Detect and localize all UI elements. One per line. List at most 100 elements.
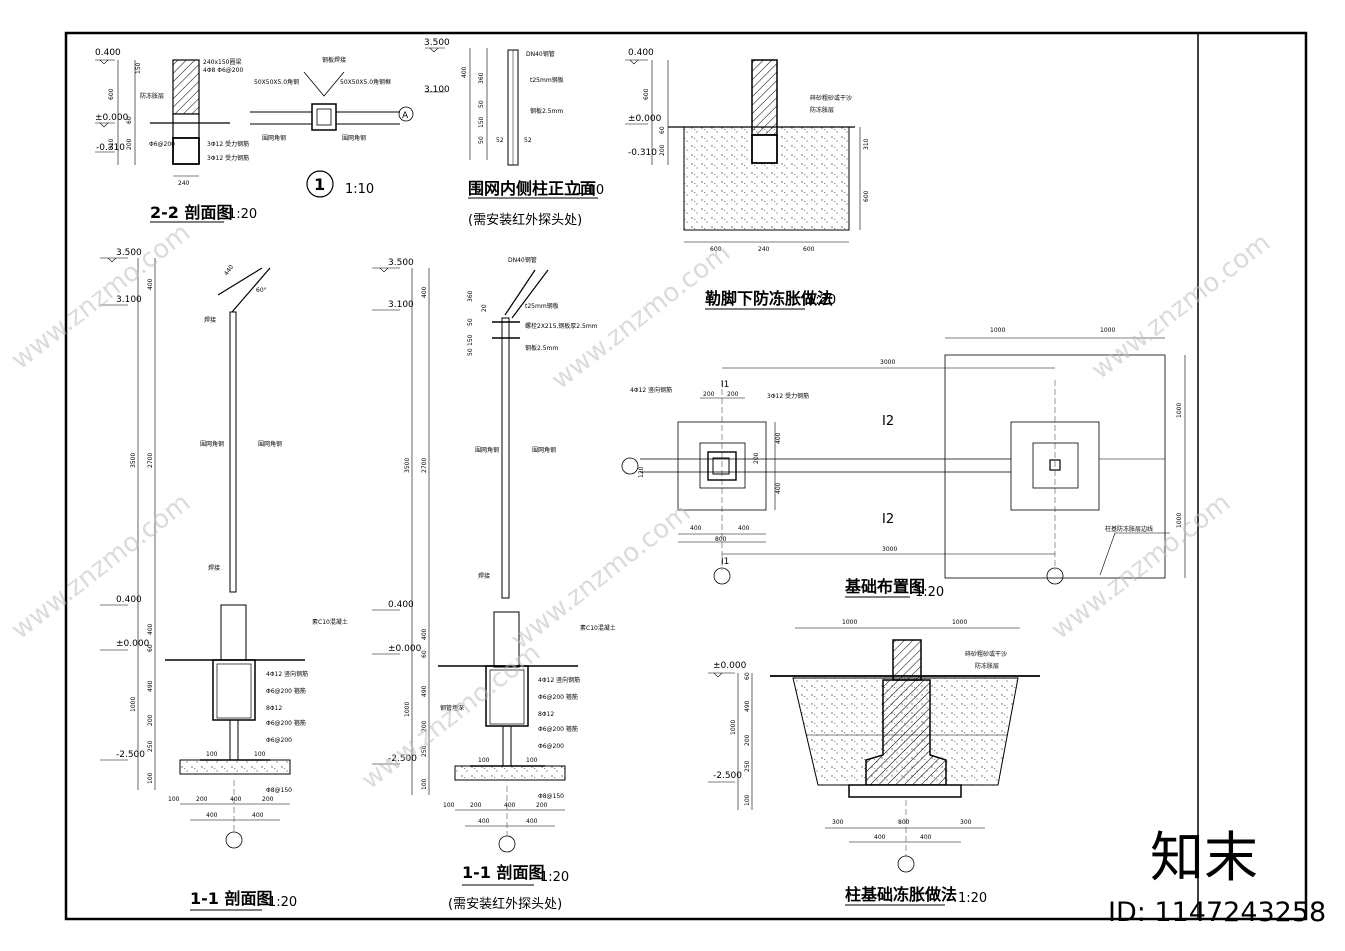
watermark-id: ID: 1147243258 bbox=[1108, 897, 1326, 928]
svg-text:3.100: 3.100 bbox=[116, 295, 142, 305]
svg-text:1000: 1000 bbox=[990, 327, 1005, 334]
svg-text:Φ8@150: Φ8@150 bbox=[538, 793, 564, 800]
svg-text:Φ6@200 箍筋: Φ6@200 箍筋 bbox=[538, 693, 578, 701]
elev-0400-a: 0.400 bbox=[95, 48, 121, 58]
svg-text:600: 600 bbox=[803, 246, 815, 253]
svg-text:300: 300 bbox=[832, 819, 844, 826]
section-1-1-b: 3.500 3.100 0.400 ±0.000 -2.500 400 3500… bbox=[372, 256, 616, 912]
svg-text:3.100: 3.100 bbox=[388, 300, 414, 310]
svg-text:1:20: 1:20 bbox=[540, 870, 569, 885]
svg-text:素C10混凝土: 素C10混凝土 bbox=[580, 624, 616, 632]
svg-text:52: 52 bbox=[524, 137, 532, 144]
svg-text:素C10混凝土: 素C10混凝土 bbox=[312, 618, 348, 626]
svg-text:440: 440 bbox=[223, 264, 235, 278]
svg-text:4Φ8 Φ6@200: 4Φ8 Φ6@200 bbox=[203, 67, 243, 74]
svg-text:1000: 1000 bbox=[842, 619, 857, 626]
svg-text:1-1 剖面图: 1-1 剖面图 bbox=[190, 889, 272, 908]
svg-text:400: 400 bbox=[874, 834, 886, 841]
svg-text:52: 52 bbox=[496, 137, 504, 144]
svg-text:±0.000: ±0.000 bbox=[628, 114, 662, 124]
svg-text:1000: 1000 bbox=[952, 619, 967, 626]
svg-text:防冻胀层: 防冻胀层 bbox=[975, 662, 999, 670]
svg-text:200: 200 bbox=[753, 452, 760, 464]
svg-text:钢板2.5mm: 钢板2.5mm bbox=[525, 344, 558, 352]
svg-text:Φ8@150: Φ8@150 bbox=[266, 787, 292, 794]
elev-0000-a: ±0.000 bbox=[95, 113, 129, 123]
svg-text:200: 200 bbox=[262, 796, 274, 803]
svg-text:2700: 2700 bbox=[421, 458, 428, 473]
svg-text:3500: 3500 bbox=[130, 453, 137, 468]
svg-text:400: 400 bbox=[690, 525, 702, 532]
svg-text:490: 490 bbox=[421, 685, 428, 697]
section-2-2: 0.400 ±0.000 -0.310 150 600 60 200 310 2… bbox=[95, 48, 257, 223]
svg-text:3.500: 3.500 bbox=[116, 248, 142, 258]
svg-text:t25mm钢板: t25mm钢板 bbox=[525, 302, 559, 310]
svg-text:4Φ12 竖向钢筋: 4Φ12 竖向钢筋 bbox=[266, 670, 308, 678]
svg-text:400: 400 bbox=[504, 802, 516, 809]
svg-text:0.400: 0.400 bbox=[628, 48, 654, 58]
svg-text:100: 100 bbox=[421, 778, 428, 790]
svg-text:DN40钢管: DN40钢管 bbox=[508, 256, 537, 264]
svg-text:3.500: 3.500 bbox=[424, 38, 450, 48]
svg-text:2700: 2700 bbox=[147, 453, 154, 468]
svg-text:t25mm钢板: t25mm钢板 bbox=[530, 76, 564, 84]
svg-text:(需安装红外探头处): (需安装红外探头处) bbox=[468, 212, 582, 228]
svg-text:100: 100 bbox=[147, 772, 154, 784]
svg-text:4Φ12 竖向钢筋: 4Φ12 竖向钢筋 bbox=[630, 386, 672, 394]
svg-text:围网角钢: 围网角钢 bbox=[532, 446, 556, 454]
svg-text:A: A bbox=[402, 111, 409, 121]
svg-text:100: 100 bbox=[168, 796, 180, 803]
svg-text:600: 600 bbox=[108, 88, 115, 100]
svg-text:3.100: 3.100 bbox=[424, 85, 450, 95]
svg-text:1-1 剖面图: 1-1 剖面图 bbox=[462, 863, 544, 882]
svg-text:0.400: 0.400 bbox=[388, 600, 414, 610]
svg-text:1000: 1000 bbox=[1176, 513, 1183, 528]
svg-text:柱基防冻胀层边线: 柱基防冻胀层边线 bbox=[1105, 525, 1153, 533]
svg-text:Φ6@200: Φ6@200 bbox=[266, 737, 292, 744]
svg-text:www.znzmo.com: www.znzmo.com bbox=[6, 218, 196, 376]
svg-text:800: 800 bbox=[898, 819, 910, 826]
svg-text:螺栓2X215,钢板厚2.5mm: 螺栓2X215,钢板厚2.5mm bbox=[525, 322, 598, 330]
svg-text:240: 240 bbox=[758, 246, 770, 253]
svg-text:400: 400 bbox=[147, 278, 154, 290]
svg-text:Φ6@200: Φ6@200 bbox=[149, 141, 175, 148]
svg-text:±0.000: ±0.000 bbox=[713, 661, 747, 671]
svg-text:100: 100 bbox=[206, 751, 218, 758]
svg-text:±0.000: ±0.000 bbox=[116, 639, 150, 649]
title-2-2: 2-2 剖面图 bbox=[150, 203, 232, 222]
svg-text:400: 400 bbox=[461, 66, 468, 78]
svg-text:碎砂粗砂或干沙: 碎砂粗砂或干沙 bbox=[810, 94, 852, 102]
svg-text:www.znzmo.com: www.znzmo.com bbox=[1046, 488, 1236, 646]
svg-text:200: 200 bbox=[536, 802, 548, 809]
svg-text:50X50X5.0角钢: 50X50X5.0角钢 bbox=[254, 78, 299, 86]
svg-text:勒脚下防冻胀做法: 勒脚下防冻胀做法 bbox=[705, 289, 833, 308]
svg-text:1:10: 1:10 bbox=[575, 183, 604, 198]
svg-text:600: 600 bbox=[643, 88, 650, 100]
svg-text:100: 100 bbox=[443, 802, 455, 809]
svg-text:50: 50 bbox=[467, 348, 474, 356]
svg-text:www.znzmo.com: www.znzmo.com bbox=[6, 488, 196, 646]
svg-text:围网内侧柱正立面: 围网内侧柱正立面 bbox=[468, 179, 596, 198]
svg-text:1000: 1000 bbox=[404, 702, 411, 717]
svg-text:200: 200 bbox=[727, 391, 739, 398]
svg-text:-2.500: -2.500 bbox=[388, 754, 417, 764]
svg-text:(需安装红外探头处): (需安装红外探头处) bbox=[448, 896, 562, 912]
svg-text:360: 360 bbox=[467, 290, 474, 302]
svg-text:200: 200 bbox=[703, 391, 715, 398]
svg-text:250: 250 bbox=[147, 740, 154, 752]
elev-m0310-a: -0.310 bbox=[96, 143, 125, 153]
svg-text:50X50X5.0角钢框: 50X50X5.0角钢框 bbox=[340, 78, 391, 86]
svg-text:Φ6@200 箍筋: Φ6@200 箍筋 bbox=[266, 687, 306, 695]
svg-text:I2: I2 bbox=[882, 414, 894, 429]
svg-text:1000: 1000 bbox=[130, 697, 137, 712]
svg-text:50: 50 bbox=[467, 318, 474, 326]
svg-text:1:20: 1:20 bbox=[228, 207, 257, 222]
svg-text:400: 400 bbox=[206, 812, 218, 819]
svg-text:DN40钢管: DN40钢管 bbox=[526, 50, 555, 58]
svg-text:围网角钢: 围网角钢 bbox=[200, 440, 224, 448]
svg-text:3000: 3000 bbox=[882, 546, 897, 553]
svg-text:I2: I2 bbox=[882, 512, 894, 527]
svg-text:60: 60 bbox=[147, 644, 154, 652]
foundation-plan: 1000 1000 3000 200 200 I1 4Φ12 竖向钢筋 3Φ12… bbox=[621, 327, 1186, 600]
svg-text:4Φ12 竖向钢筋: 4Φ12 竖向钢筋 bbox=[538, 676, 580, 684]
